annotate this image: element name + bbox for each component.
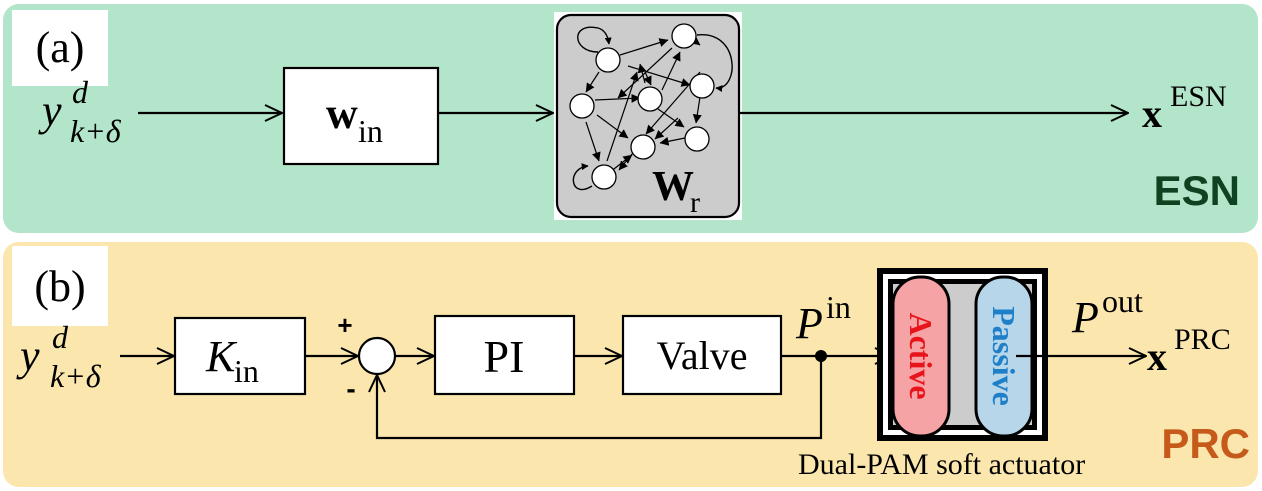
esn-output-sup: ESN — [1170, 80, 1227, 113]
prc-pin-label: P in — [795, 289, 851, 348]
reservoir-node — [671, 23, 697, 49]
reservoir-node — [630, 134, 656, 160]
prc-kin-base: K — [205, 332, 238, 381]
esn-input-base: y — [38, 86, 62, 135]
esn-input-sup: d — [72, 74, 89, 110]
esn-panel: (a) y d k+δ w in — [3, 4, 1258, 233]
reservoir-self-loops — [572, 26, 733, 191]
prc-input-sub: k+δ — [50, 358, 102, 394]
prc-label-box — [12, 246, 108, 326]
prc-output-base: x — [1147, 334, 1167, 379]
prc-valve-block — [621, 314, 783, 396]
esn-label-box — [12, 10, 108, 86]
esn-panel-label: (a) — [36, 23, 85, 72]
reservoir-node — [689, 73, 715, 99]
esn-win-sub: in — [358, 113, 383, 149]
actuator-active-label: Active — [903, 312, 939, 399]
esn-input-label: y d k+δ — [38, 74, 122, 149]
esn-win-block — [282, 66, 440, 166]
prc-input-sup: d — [52, 319, 69, 355]
esn-wr-base: W — [652, 164, 694, 210]
actuator-active-chamber — [891, 275, 951, 438]
esn-output-base: x — [1142, 91, 1162, 136]
prc-kin-label: K in — [205, 332, 259, 389]
prc-plus-sign: + — [337, 310, 352, 340]
esn-win-base: w — [326, 89, 358, 138]
prc-panel: (b) y d k+δ K in + - PI Valve P — [3, 242, 1258, 487]
prc-pout-sup: out — [1102, 283, 1143, 319]
actuator-caption: Dual-PAM soft actuator — [798, 448, 1085, 481]
prc-pi-block — [433, 314, 576, 396]
prc-valve-label: Valve — [656, 333, 747, 378]
prc-pi-label: PI — [484, 331, 525, 382]
prc-pout-base: P — [1071, 293, 1099, 342]
prc-dual-pam-actuator: Active Passive — [877, 268, 1048, 441]
prc-kin-block — [173, 316, 307, 396]
reservoir-node — [684, 126, 710, 152]
reservoir-nodes — [569, 23, 715, 190]
reservoir-node — [637, 86, 663, 112]
esn-win-label: w in — [326, 89, 383, 149]
prc-output-sup: PRC — [1174, 323, 1231, 356]
prc-feedback-path — [377, 356, 823, 440]
prc-pout-label: P out — [1071, 283, 1143, 342]
reservoir-node — [595, 47, 621, 73]
prc-kin-sub: in — [234, 353, 259, 389]
reservoir-node — [591, 164, 617, 190]
esn-output-label: x ESN — [1142, 80, 1227, 136]
prc-panel-label: (b) — [34, 262, 85, 311]
esn-reservoir-network — [569, 23, 733, 191]
prc-output-label: x PRC — [1147, 323, 1231, 379]
prc-input-label: y d k+δ — [16, 319, 102, 394]
reservoir-node — [569, 93, 595, 119]
esn-title: ESN — [1154, 167, 1240, 214]
esn-wr-sub: r — [690, 186, 700, 219]
prc-pin-sup: in — [826, 289, 851, 325]
prc-summing-junction — [357, 336, 397, 376]
prc-minus-sign: - — [346, 373, 355, 404]
esn-input-sub: k+δ — [70, 113, 122, 149]
prc-title: PRC — [1161, 420, 1250, 467]
prc-input-base: y — [16, 331, 40, 380]
prc-pin-base: P — [795, 299, 823, 348]
esn-wr-label: W r — [652, 164, 700, 219]
